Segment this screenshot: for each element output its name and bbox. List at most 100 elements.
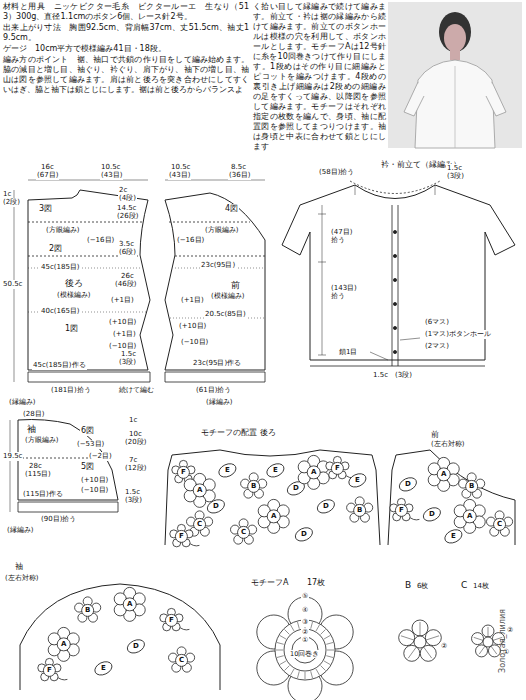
- dimension-label: (+10目): [80, 476, 109, 485]
- motif-drawings: [38, 230, 513, 700]
- motif-letter: A: [60, 640, 67, 649]
- dimension-label: (+10目): [178, 322, 207, 331]
- motif-stroke: [315, 497, 336, 515]
- dimension-label: (+1目): [180, 296, 205, 305]
- dimension-label: 3図: [38, 204, 53, 214]
- dimension-label: 19.5c: [2, 452, 23, 461]
- dimension-label: 前: [230, 280, 241, 291]
- motif-stroke: [494, 518, 506, 530]
- motif-letter: A: [440, 470, 447, 479]
- dimension-label: (12段): [124, 464, 147, 473]
- motif-letter: D: [292, 484, 300, 493]
- dimension-label: ①: [301, 636, 309, 645]
- dimension-label: 拾う: [330, 236, 346, 245]
- dimension-label: (3段): [394, 371, 413, 380]
- motif-stroke: [326, 642, 333, 644]
- dimension-label: (−10目): [80, 486, 109, 495]
- motif-letter: E: [354, 476, 361, 485]
- motif-stroke: [93, 659, 114, 677]
- motif-stroke: [176, 654, 188, 666]
- motif-stroke: [327, 650, 334, 651]
- dimension-label: (+1目): [112, 330, 137, 339]
- dimension-label: 23c(95目)作る: [192, 359, 242, 368]
- dimension-label: 45c(185目): [40, 263, 81, 272]
- dimension-label: (縁編み): [205, 398, 233, 407]
- dimension-label: モチーフA: [250, 578, 289, 588]
- dimension-label: (縁編み): [6, 526, 34, 535]
- motif-stroke: [316, 669, 320, 675]
- motif-letter: C: [178, 656, 185, 665]
- motif-letter: D: [300, 530, 308, 539]
- dimension-label: ③: [301, 618, 309, 627]
- dimension-label: 前: [430, 430, 440, 440]
- instruction-text: く拾い目して縁編みで続けて編みます。前立て・衿は裾の縁編みから続けて編みます。前…: [252, 2, 387, 152]
- motif-stroke: [275, 620, 335, 680]
- motif-letter: B: [250, 482, 257, 491]
- placement-outlines: [20, 450, 515, 690]
- motif-stroke: [412, 620, 428, 636]
- dimension-label: ②: [506, 626, 514, 635]
- watermark: Золотая_лилия: [498, 608, 508, 674]
- motif-stroke: [177, 466, 189, 478]
- dimension-label: 続けて編む: [118, 386, 155, 395]
- dimension-label: (3段): [124, 496, 143, 505]
- motif-stroke: [474, 637, 484, 640]
- instruction-text: 材料と用具 ニッケビクター毛糸 ビクタールーエ 生なり（513）300g、直径1…: [2, 2, 250, 22]
- motif-stroke: [321, 666, 326, 671]
- motif-stroke: [82, 604, 94, 616]
- dimension-label: (2マス): [424, 342, 450, 351]
- button-mark: [393, 350, 396, 353]
- motif-stroke: [267, 510, 280, 523]
- motif-stroke: [424, 647, 432, 658]
- motif-stroke: [491, 646, 497, 654]
- motif-stroke: [248, 480, 260, 492]
- motif-letter: F: [168, 616, 175, 625]
- button-mark: [393, 302, 396, 305]
- motif-stroke: [488, 627, 489, 637]
- motif-letter: A: [126, 600, 133, 609]
- motif-letter: E: [272, 466, 279, 475]
- front-piece-outline: [165, 180, 265, 382]
- motif-stroke: [291, 625, 295, 631]
- dimension-label: (方眼編み): [45, 226, 80, 235]
- motif-stroke: [291, 669, 295, 675]
- motif-stroke: [482, 625, 494, 637]
- dimension-label: (左右対称): [430, 440, 465, 449]
- dimension-label: (−2目): [88, 452, 113, 461]
- instruction-text: ゲージ 10cm平方で模様編み41目・18段。: [2, 44, 250, 54]
- dimension-label: 50.5c: [2, 280, 23, 289]
- motif-stroke: [175, 530, 187, 542]
- button-mark: [393, 254, 396, 257]
- dimension-label: 1c: [128, 416, 138, 425]
- dimension-label: (2段): [2, 198, 21, 207]
- dimension-label: (+10目): [108, 318, 137, 327]
- motif-stroke: [401, 636, 414, 640]
- motif-stroke: [311, 671, 313, 678]
- dimension-label: (方眼編み): [204, 226, 239, 235]
- button-mark: [393, 326, 396, 329]
- motif-stroke: [466, 480, 478, 492]
- motif-stroke: [399, 630, 415, 646]
- motif-stroke: [280, 636, 286, 640]
- motif-stroke: [443, 527, 464, 545]
- dimension-label: (6マス): [424, 318, 450, 327]
- dimension-label: 20.5c(85目): [204, 310, 247, 319]
- dimension-label: 後ろ: [64, 278, 84, 289]
- motif-stroke: [293, 525, 314, 543]
- dimension-label: 2図: [48, 244, 63, 254]
- dimension-label: (左右対称): [4, 574, 39, 583]
- motif-stroke: [463, 510, 476, 523]
- motif-stroke: [123, 598, 136, 611]
- motif-stroke: [324, 661, 330, 665]
- motif-stroke: [408, 647, 416, 658]
- dimension-label: (−10目): [180, 338, 209, 347]
- dimension-label: (方眼編み): [24, 436, 59, 445]
- button-mark: [393, 278, 396, 281]
- button-mark: [393, 230, 396, 233]
- motif-stroke: [414, 636, 426, 648]
- motif-letter: A: [270, 512, 277, 521]
- dimension-label: (6段): [118, 248, 137, 257]
- dimension-label: (115目): [24, 470, 52, 479]
- dimension-label: (36目): [228, 171, 251, 180]
- motif-letter: E: [100, 664, 107, 673]
